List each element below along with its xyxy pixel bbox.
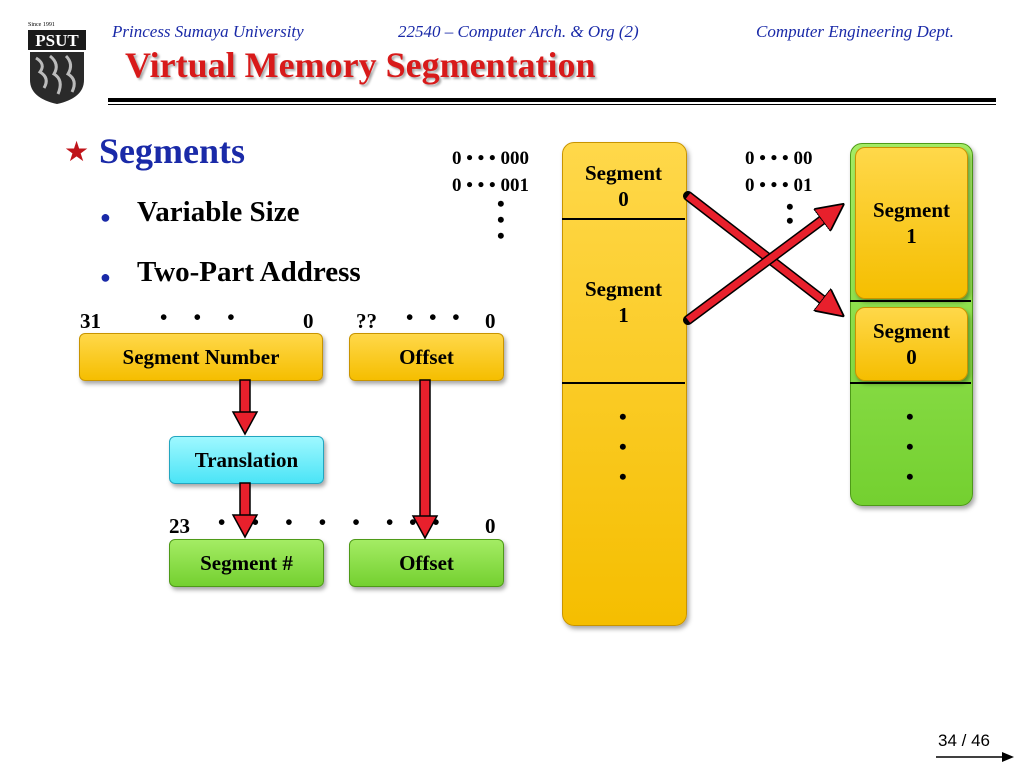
vertical-ellipsis: ••• (619, 404, 627, 489)
physical-address-low-bit: 0 (485, 514, 496, 538)
arrow-segment-to-translation (231, 379, 259, 436)
header-university: Princess Sumaya University (112, 22, 304, 41)
next-arrow-icon[interactable] (936, 750, 1016, 764)
segment-number: 1 (618, 303, 629, 327)
segment-divider (850, 382, 971, 384)
virtual-address-low-bit: 0 (303, 309, 314, 333)
virtual-address-000: 0 • • • 000 (452, 148, 529, 169)
segment-number-box: Segment Number (79, 333, 323, 381)
virtual-segment-0: Segment 0 (562, 160, 685, 212)
arrow-translation-to-segment-hash (231, 482, 259, 539)
psut-logo: Since 1991 PSUT (26, 18, 90, 106)
dot-bullet-icon: ● (100, 267, 111, 287)
virtual-address-001: 0 • • • 001 (452, 175, 529, 196)
header-course: 22540 – Computer Arch. & Org (2) (398, 22, 639, 41)
virtual-segment-1: Segment 1 (562, 276, 685, 328)
vertical-ellipsis: ••• (497, 191, 505, 248)
segment-divider (562, 382, 685, 384)
bullet-segments: Segments (99, 131, 245, 171)
logo-text: PSUT (35, 31, 79, 50)
segment-divider (850, 300, 971, 302)
bit-dots: • • • • • • • • (218, 510, 440, 534)
physical-offset-box: Offset (349, 539, 504, 587)
bit-dots: • • • (406, 305, 460, 329)
physical-segment-1: Segment 1 (855, 147, 968, 299)
bullet-variable-size: Variable Size (137, 196, 300, 228)
physical-segment-0: Segment 0 (855, 307, 968, 381)
segment-hash-box: Segment # (169, 539, 324, 587)
segment-label: Segment (585, 277, 662, 301)
physical-address-01: 0 • • • 01 (745, 175, 813, 196)
bit-dots: • • • (160, 305, 235, 329)
title-rule-thin (108, 104, 996, 105)
virtual-memory-column (562, 142, 687, 626)
offset-high-bit: ?? (356, 309, 377, 333)
header-department: Computer Engineering Dept. (756, 22, 954, 41)
physical-address-00: 0 • • • 00 (745, 148, 813, 169)
arrow-offset-to-offset (411, 379, 439, 540)
segment-label: Segment (873, 319, 950, 343)
segment-number: 1 (906, 224, 917, 248)
segment-label: Segment (585, 161, 662, 185)
segment-label: Segment (873, 198, 950, 222)
segment-divider (562, 218, 685, 220)
bullet-two-part-address: Two-Part Address (137, 256, 361, 288)
logo-since-text: Since 1991 (28, 22, 55, 28)
physical-address-high-bit: 23 (169, 514, 190, 538)
vertical-ellipsis: •• (786, 194, 794, 233)
title-rule-thick (108, 98, 996, 102)
segment-number: 0 (906, 345, 917, 369)
star-bullet-icon: ★ (64, 137, 90, 168)
vertical-ellipsis: ••• (906, 404, 914, 489)
arrow-segment-0-mapping (683, 191, 833, 308)
segment-number: 0 (618, 187, 629, 211)
page-number: 34 / 46 (938, 731, 990, 750)
virtual-address-high-bit: 31 (80, 309, 101, 333)
offset-low-bit: 0 (485, 309, 496, 333)
translation-box: Translation (169, 436, 324, 484)
dot-bullet-icon: ● (100, 207, 111, 227)
slide-title: Virtual Memory Segmentation (125, 45, 596, 85)
offset-box: Offset (349, 333, 504, 381)
arrow-segment-1-mapping (683, 212, 833, 325)
